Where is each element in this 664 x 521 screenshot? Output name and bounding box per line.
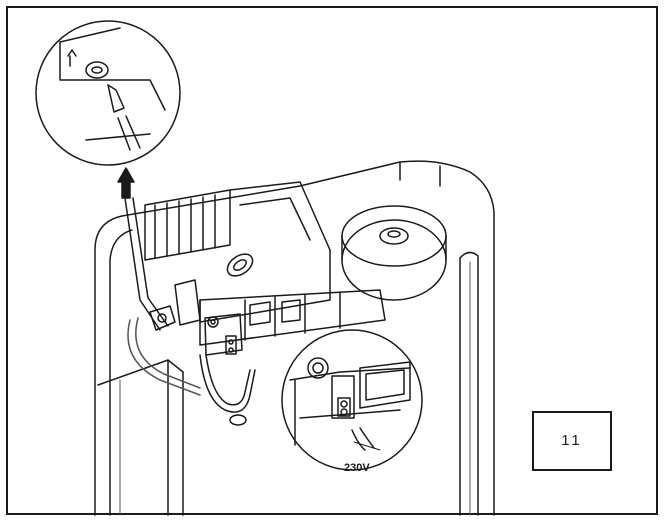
figure-number-box: 11: [532, 411, 612, 471]
power-cable: [127, 317, 256, 426]
control-board: [144, 181, 386, 356]
voltage-label: 230V: [344, 462, 370, 474]
antenna-cable: [117, 167, 176, 331]
detail-circle-power: [281, 329, 423, 471]
detail-circle-antenna: [35, 20, 181, 166]
toroidal-transformer: [341, 205, 447, 301]
figure-number: 11: [561, 432, 583, 449]
motor-housing: [94, 160, 495, 516]
